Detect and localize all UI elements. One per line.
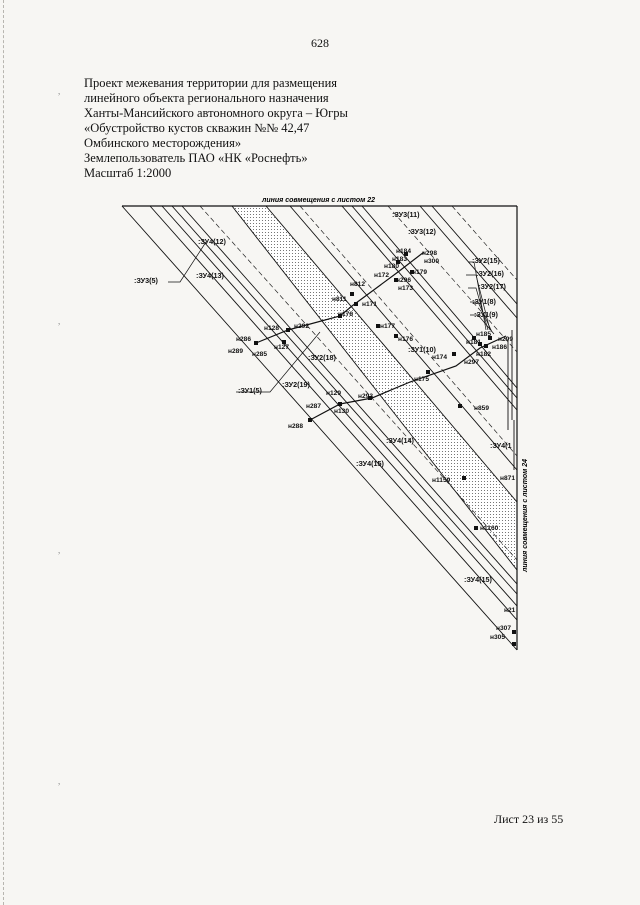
point-label: н182 xyxy=(476,351,491,358)
title-line: линейного объекта регионального назначен… xyxy=(84,91,329,105)
point-label: н175 xyxy=(414,376,429,383)
parcel-label: :ЗУ3(12) xyxy=(408,227,436,236)
top-join-label: линия совмещения с листом 22 xyxy=(261,197,375,204)
point-label: н172 xyxy=(374,272,389,279)
point-label: н296 xyxy=(396,277,411,284)
point-label: н811 xyxy=(332,296,347,303)
point-label: н1160 xyxy=(480,525,499,532)
margin-mark: , xyxy=(58,776,61,786)
title-line: Проект межевания территории для размещен… xyxy=(84,76,338,90)
margin-mark: , xyxy=(58,316,61,326)
dashed-diagonals xyxy=(199,205,518,561)
point-label: н287 xyxy=(306,403,321,410)
parcel-label: :ЗУ2(17) xyxy=(478,282,506,291)
point-label: н171 xyxy=(362,301,377,308)
point-label: н181 xyxy=(466,339,481,346)
parcel-label: :ЗУ1(9) xyxy=(474,310,498,319)
point-label: н130 xyxy=(334,408,349,415)
point-label: н859 xyxy=(474,405,489,412)
title-line: «Обустройство кустов скважин №№ 42,47 xyxy=(84,121,310,135)
page-number: 628 xyxy=(311,36,329,50)
parcel-label: :ЗУ1(8) xyxy=(472,297,496,306)
point-label: н293 xyxy=(358,393,373,400)
sheet-counter: Лист 23 из 55 xyxy=(494,812,564,826)
point-label: н305 xyxy=(490,634,505,641)
diagonal-lines xyxy=(121,205,518,651)
parcel-label: :ЗУ4(15) xyxy=(464,575,492,584)
point-label: н286 xyxy=(236,336,251,343)
parcel-label: :ЗУ1(10) xyxy=(408,345,436,354)
point-label: н299 xyxy=(498,336,513,343)
point-label: н178 xyxy=(338,311,353,318)
parcel-label: :ЗУ4(14) xyxy=(386,436,414,445)
point-label: н186 xyxy=(492,344,507,351)
title-line: Ханты-Мансийского автономного округа – Ю… xyxy=(84,106,348,120)
point-label: н180 xyxy=(384,263,399,270)
title-block: Проект межевания территории для размещен… xyxy=(84,76,444,181)
point-markers xyxy=(254,252,516,646)
parcel-labels: :ЗУ3(11) :ЗУ3(12) :ЗУ4(12) :ЗУ3(5) :ЗУ4(… xyxy=(134,210,511,584)
point-label: н289 xyxy=(228,348,243,355)
point-label: н1159 xyxy=(432,477,451,484)
point-labels: н184 н298 н183 н300 н180 н179 н172 н296 … xyxy=(228,248,516,641)
page-edge xyxy=(3,0,5,905)
parcel-label: :ЗУ1(5) xyxy=(238,386,262,395)
parcel-label: :ЗУ4(15) xyxy=(356,459,384,468)
right-edge-ticks xyxy=(507,330,515,470)
point-label: н179 xyxy=(412,269,427,276)
parcel-label: :ЗУ3(5) xyxy=(134,276,158,285)
parcel-label: :ЗУ4(1 xyxy=(490,441,511,450)
point-label: н129 xyxy=(326,390,341,397)
right-join-label: линия совмещения с листом 24 xyxy=(522,459,529,573)
parcel-label: :ЗУ2(19) xyxy=(282,380,310,389)
point-label: н127 xyxy=(274,344,289,351)
point-label: н173 xyxy=(398,285,413,292)
point-label: н871 xyxy=(500,475,515,482)
title-line: Землепользователь ПАО «НК «Роснефть» xyxy=(84,151,308,165)
point-label: н176 xyxy=(398,336,413,343)
leader-lines xyxy=(168,241,495,393)
parcel-label: :ЗУ2(18) xyxy=(308,353,336,362)
point-label: н185 xyxy=(476,331,491,338)
parcel-label: :ЗУ2(15) xyxy=(472,256,500,265)
parcel-label: :ЗУ2(16) xyxy=(476,269,504,278)
point-label: н21 xyxy=(504,607,516,614)
point-label: н288 xyxy=(288,423,303,430)
point-label: н184 xyxy=(396,248,411,255)
point-label: н300 xyxy=(424,258,439,265)
point-label: н297 xyxy=(464,359,479,366)
scale-line: Масштаб 1:2000 xyxy=(84,166,172,180)
point-label: н812 xyxy=(350,281,365,288)
parcel-label: :ЗУ3(11) xyxy=(392,210,420,219)
point-label: н285 xyxy=(252,351,267,358)
parcel-label: :ЗУ4(12) xyxy=(198,237,226,246)
point-label: н177 xyxy=(380,323,395,330)
point-label: н174 xyxy=(432,354,447,361)
point-label: н292 xyxy=(294,323,309,330)
point-label: н307 xyxy=(496,625,511,632)
margin-mark: , xyxy=(58,545,61,555)
title-line: Омбинского месторождения» xyxy=(84,136,242,150)
point-label: н128 xyxy=(264,325,279,332)
point-label: н298 xyxy=(422,250,437,257)
point-label: н183 xyxy=(392,256,407,263)
margin-mark: , xyxy=(58,86,61,96)
parcel-label: :ЗУ4(13) xyxy=(196,271,224,280)
crossing-line xyxy=(255,251,425,344)
